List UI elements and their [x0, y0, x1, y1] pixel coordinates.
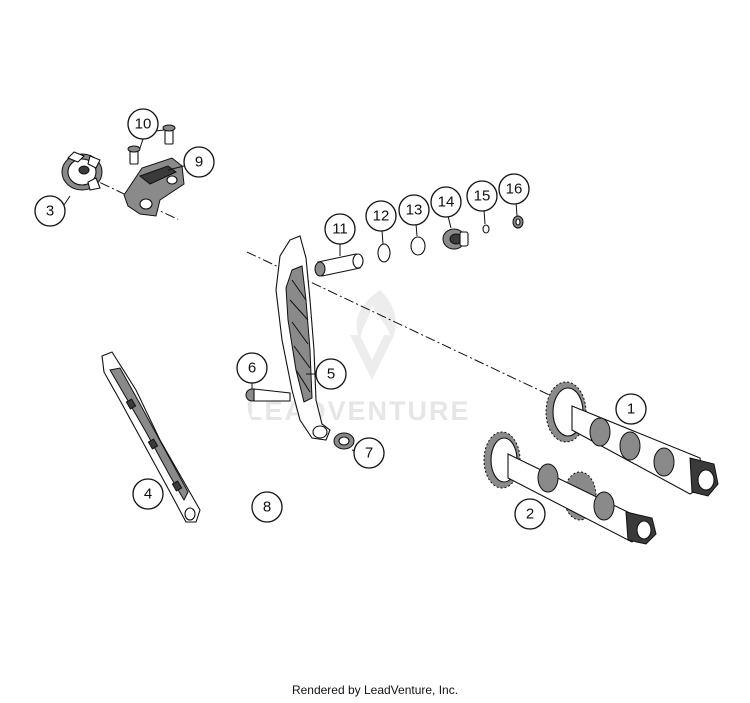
callout-4: 4: [132, 478, 164, 510]
svg-text:2: 2: [526, 506, 534, 523]
leader-15: [483, 209, 486, 225]
leader-14: [447, 215, 452, 229]
part-4-guide-rail: [101, 351, 201, 523]
callout-3: 3: [34, 195, 66, 227]
callout-11: 11: [324, 213, 356, 245]
part-1-camshaft: [545, 381, 719, 497]
svg-text:6: 6: [248, 360, 256, 377]
callout-9: 9: [183, 146, 215, 178]
part-3-tensioner-wheel: [61, 151, 103, 191]
watermark-logo: [350, 290, 396, 380]
part-15-seal: [482, 224, 490, 234]
svg-text:13: 13: [406, 202, 423, 219]
callout-15: 15: [466, 180, 498, 212]
part-12-o-ring: [377, 243, 391, 263]
part-6-bolt: [245, 388, 291, 402]
callout-16: 16: [498, 173, 530, 205]
callout-14: 14: [430, 186, 462, 218]
svg-text:8: 8: [263, 499, 271, 516]
leader-13: [415, 223, 418, 237]
part-2-camshaft: [483, 431, 657, 545]
part-8-timing-chain: [129, 204, 264, 493]
callout-6: 6: [236, 352, 268, 384]
svg-text:12: 12: [373, 208, 390, 225]
callout-13: 13: [398, 194, 430, 226]
footer-credit: Rendered by LeadVenture, Inc.: [291, 683, 459, 697]
svg-text:3: 3: [46, 203, 54, 220]
part-9-tensioner-housing: [123, 157, 185, 217]
svg-text:7: 7: [365, 445, 373, 462]
svg-text:1: 1: [627, 401, 635, 418]
leader-12: [381, 229, 384, 245]
svg-text:15: 15: [474, 188, 491, 205]
leader-9: [167, 165, 185, 171]
part-5-tensioner-rail: [275, 235, 331, 441]
callout-8: 8: [251, 491, 283, 523]
callout-10: 10: [127, 108, 159, 140]
svg-text:14: 14: [438, 194, 455, 211]
callout-2: 2: [514, 498, 546, 530]
assembly-centerline: [83, 174, 561, 401]
callout-12: 12: [365, 200, 397, 232]
callout-1: 1: [615, 393, 647, 425]
part-10-bolts: [127, 124, 176, 165]
svg-text:5: 5: [327, 366, 335, 383]
part-11-sleeve: [314, 253, 364, 277]
part-7-bushing: [333, 432, 355, 450]
svg-text:10: 10: [135, 116, 152, 133]
svg-text:9: 9: [195, 154, 203, 171]
part-13-o-ring: [410, 236, 426, 256]
callout-7: 7: [353, 437, 385, 469]
svg-text:16: 16: [506, 181, 523, 198]
part-14-plug: [442, 228, 469, 250]
svg-text:11: 11: [332, 221, 348, 238]
part-16-nut: [512, 215, 524, 229]
svg-text:4: 4: [144, 486, 152, 503]
callout-5: 5: [315, 358, 347, 390]
